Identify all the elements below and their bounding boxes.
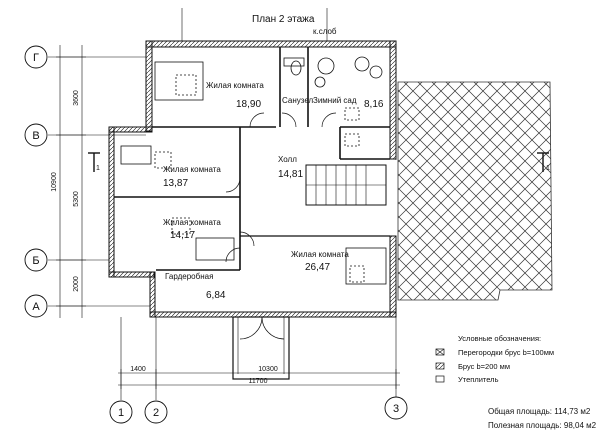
roof-slope: [397, 81, 553, 301]
axis-label-row-3: А: [32, 301, 40, 313]
axis-marker-row-0: Г: [24, 45, 48, 69]
axis-marker-col-0: 1: [109, 400, 133, 424]
axis-marker-row-2: Б: [24, 248, 48, 272]
section-mark-left: 1: [96, 165, 100, 172]
room-area-hall: 14,81: [278, 169, 303, 180]
axis-marker-row-3: А: [24, 294, 48, 318]
room-name-living-se: Жилая комната: [291, 250, 349, 259]
room-labels: План 2 этажа к.слоб Жилая комната 18,90 …: [163, 14, 384, 301]
axis-label-col-1: 2: [153, 407, 159, 419]
axis-label-col-2: 3: [393, 403, 399, 415]
room-area-living-ne: 18,90: [236, 99, 261, 110]
axis-label-row-0: Г: [33, 52, 39, 64]
building-walls: [108, 40, 397, 380]
legend: Условные обозначения: Перегородки брус b…: [435, 334, 554, 384]
total-area: Общая площадь: 114,73 м2: [488, 407, 591, 416]
axis-label-col-0: 1: [118, 407, 124, 419]
room-name-wardrobe: Гардеробная: [165, 272, 213, 281]
legend-item-0: Перегородки брус b=100мм: [435, 348, 554, 357]
room-name-living-ne: Жилая комната: [206, 81, 264, 90]
axis-grid: [48, 8, 549, 400]
dim-bottom-segment: 1400: [130, 366, 146, 373]
furniture: [120, 56, 387, 285]
legend-label-2: Утеплитель: [458, 375, 499, 384]
room-area-wardrobe: 6,84: [206, 290, 226, 301]
legend-label-1: Брус b=200 мм: [458, 362, 510, 371]
axis-marker-row-1: В: [24, 123, 48, 147]
axis-label-row-2: Б: [32, 255, 39, 267]
dim-bottom-inner: 10300: [258, 366, 278, 373]
room-name-bathroom: Санузел: [282, 96, 313, 105]
room-name-winter-garden: Зимний сад: [313, 96, 357, 105]
dimension-labels: 3600 5300 2000 10900 1400 10300 11700 1 …: [51, 90, 550, 385]
legend-label-0: Перегородки брус b=100мм: [458, 348, 554, 357]
legend-item-1: Брус b=200 мм: [435, 362, 510, 371]
dim-left-0: 3600: [73, 90, 80, 106]
axis-marker-col-2: 3: [384, 396, 408, 420]
room-area-winter-garden: 8,16: [364, 99, 384, 110]
dim-left-2: 2000: [73, 276, 80, 292]
room-name-living-w2: Жилая комната: [163, 218, 221, 227]
axis-label-row-1: В: [32, 130, 39, 142]
room-area-living-w2: 14,17: [170, 230, 195, 241]
section-mark-right: 1: [546, 165, 550, 172]
axis-markers: Г В Б А 1 2 3: [24, 45, 408, 424]
useful-area: Полезная площадь: 98,04 м2: [488, 421, 597, 430]
room-area-living-w1: 13,87: [163, 178, 188, 189]
dim-left-1: 5300: [73, 191, 80, 207]
room-name-living-w1: Жилая комната: [163, 165, 221, 174]
room-area-living-se: 26,47: [305, 262, 330, 273]
dim-left-total: 10900: [51, 172, 58, 192]
chimney-label: к.слоб: [313, 27, 337, 36]
plan-title: План 2 этажа: [252, 14, 315, 25]
legend-title: Условные обозначения:: [458, 334, 541, 343]
dim-bottom-total: 11700: [249, 378, 268, 385]
legend-item-2: Утеплитель: [435, 375, 499, 384]
room-name-hall: Холл: [278, 155, 297, 164]
area-totals: Общая площадь: 114,73 м2 Полезная площад…: [488, 407, 597, 430]
axis-marker-col-1: 2: [144, 400, 168, 424]
